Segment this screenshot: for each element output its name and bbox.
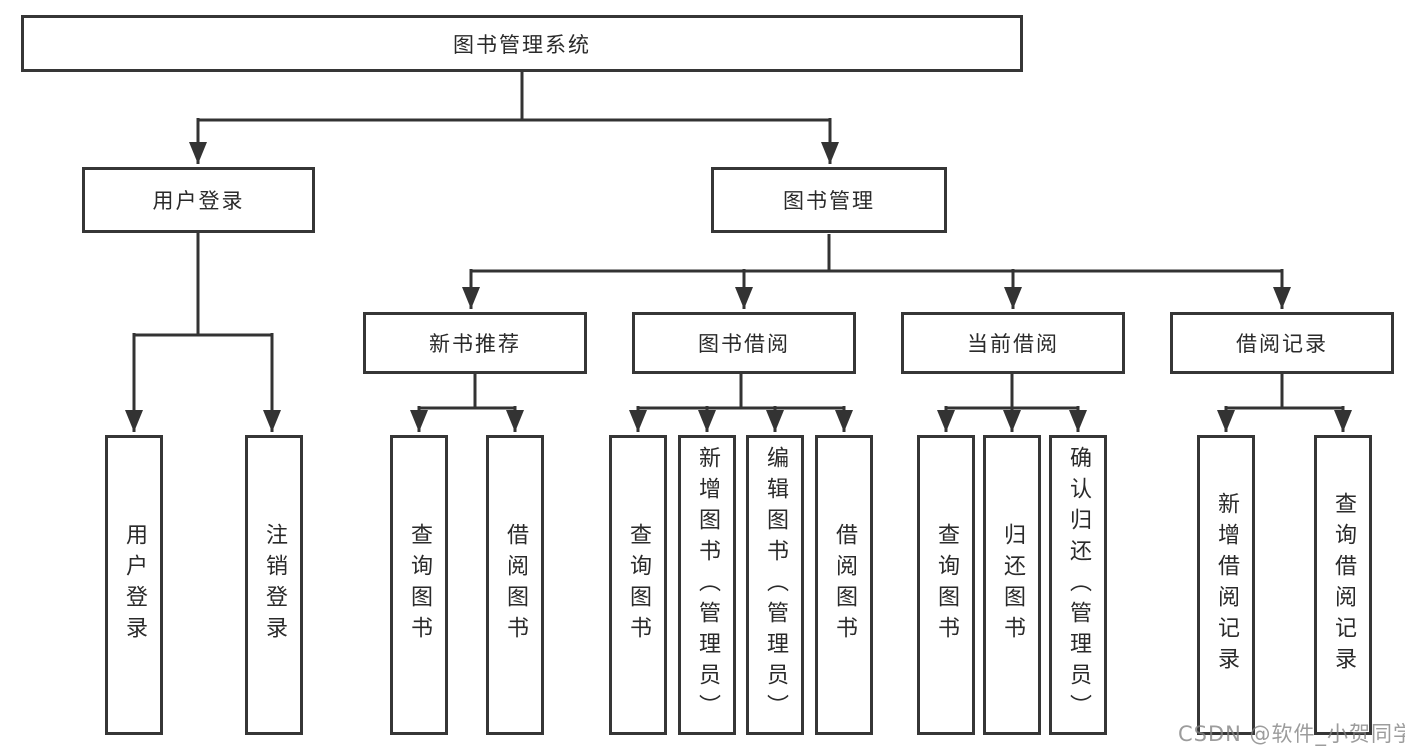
- leaf-current-return-book: 归还图书: [983, 435, 1041, 735]
- node-current-borrow: 当前借阅: [901, 312, 1125, 374]
- node-user-login: 用户登录: [82, 167, 315, 233]
- node-root: 图书管理系统: [21, 15, 1023, 72]
- leaf-borrow-edit-book-admin: 编辑图书（管理员）: [746, 435, 804, 735]
- node-new-book-recommend: 新书推荐: [363, 312, 587, 374]
- leaf-borrow-borrow-book: 借阅图书: [815, 435, 873, 735]
- leaf-borrow-add-book-admin: 新增图书（管理员）: [678, 435, 736, 735]
- leaf-current-query-book: 查询图书: [917, 435, 975, 735]
- leaf-recommend-borrow-book: 借阅图书: [486, 435, 544, 735]
- leaf-borrow-query-book: 查询图书: [609, 435, 667, 735]
- leaf-records-add-record: 新增借阅记录: [1197, 435, 1255, 735]
- watermark: CSDN @软件_小贺同学: [1178, 722, 1405, 746]
- leaf-records-query-record: 查询借阅记录: [1314, 435, 1372, 735]
- node-book-management: 图书管理: [711, 167, 947, 233]
- leaf-recommend-query-book: 查询图书: [390, 435, 448, 735]
- leaf-current-confirm-return-admin: 确认归还（管理员）: [1049, 435, 1107, 735]
- node-book-borrow: 图书借阅: [632, 312, 856, 374]
- leaf-logout-login: 注销登录: [245, 435, 303, 735]
- leaf-user-login: 用户登录: [105, 435, 163, 735]
- node-borrow-records: 借阅记录: [1170, 312, 1394, 374]
